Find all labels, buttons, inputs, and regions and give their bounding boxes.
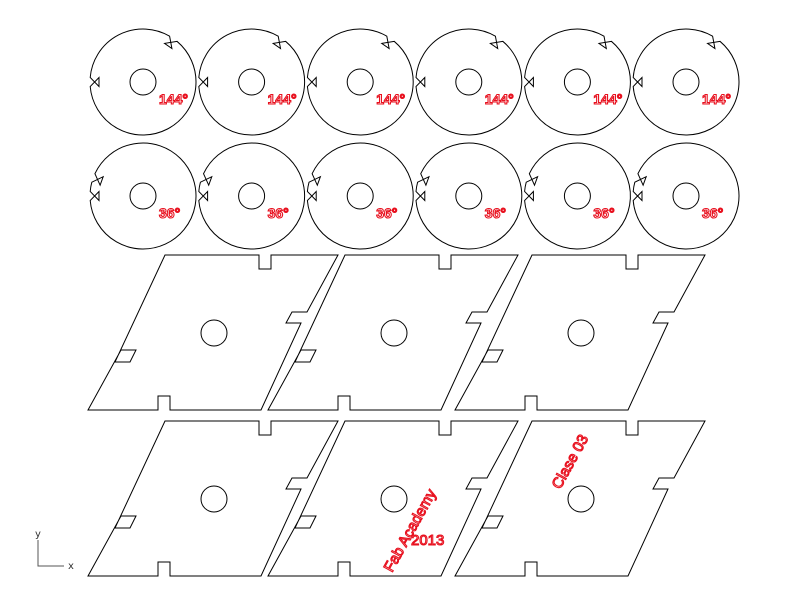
panel-outline [267, 254, 519, 411]
disc-outline [198, 28, 306, 136]
panel-part [454, 254, 706, 411]
disc-part: 36° [524, 142, 631, 250]
disc-angle-label: 36° [702, 205, 723, 221]
disc-part: 144° [306, 28, 414, 136]
disc-center-hole [455, 68, 483, 96]
disc-angle-label: 144° [159, 91, 188, 107]
disc-outline [306, 142, 414, 250]
disc-part: 144° [89, 28, 197, 136]
disc-center-hole [129, 182, 157, 210]
disc-part: 36° [198, 142, 306, 250]
disc-angle-label: 144° [593, 91, 622, 107]
axis-lines [37, 540, 64, 567]
disc-part: 144° [524, 28, 631, 136]
panel-outline [267, 420, 519, 577]
disc-part: 144° [415, 28, 523, 136]
disc-part: 144° [198, 28, 306, 136]
disc-center-hole [238, 182, 266, 210]
disc-center-hole [346, 68, 374, 96]
disc-angle-label: 144° [268, 91, 297, 107]
disc-angle-label: 144° [376, 91, 405, 107]
disc-row-144: 144° 144° 144° 144° 144° 144° [89, 28, 740, 136]
disc-outline [198, 142, 306, 250]
disc-angle-label: 144° [702, 91, 731, 107]
panel-center-hole [200, 485, 228, 513]
disc-outline [524, 142, 631, 250]
axis-y-label: y [35, 529, 41, 540]
panel-center-hole [567, 485, 595, 513]
disc-center-hole [346, 182, 374, 210]
panel-center-hole [567, 319, 595, 347]
disc-part: 144° [632, 28, 740, 136]
disc-outline [89, 142, 197, 250]
panel-row-bottom [87, 420, 706, 577]
disc-angle-label: 36° [376, 205, 397, 221]
disc-angle-label: 36° [485, 205, 506, 221]
axis-x-label: x [68, 561, 74, 572]
disc-center-hole [672, 182, 700, 210]
panel-part [87, 254, 339, 411]
engraving-clase: Clase 03 [549, 432, 593, 492]
disc-center-hole [238, 68, 266, 96]
disc-center-hole [563, 68, 591, 96]
panel-outline [87, 420, 339, 577]
panel-center-hole [380, 319, 408, 347]
disc-angle-label: 36° [593, 205, 614, 221]
engraving-fab-academy: Fab Academy [381, 486, 441, 575]
disc-center-hole [129, 68, 157, 96]
disc-outline [415, 142, 523, 250]
disc-outline [306, 28, 414, 136]
panel-part [454, 420, 706, 577]
disc-part: 36° [415, 142, 523, 250]
panel-part [267, 420, 519, 577]
disc-outline [524, 28, 631, 136]
disc-angle-label: 36° [268, 205, 289, 221]
disc-outline [89, 28, 197, 136]
engraving-year: 2013 [411, 532, 444, 549]
engraving-group: Fab Academy 2013 Clase 03 [380, 431, 593, 575]
axis-indicator: y x [35, 529, 74, 572]
disc-outline [632, 142, 740, 250]
panel-part [267, 254, 519, 411]
disc-outline [632, 28, 740, 136]
disc-part: 36° [632, 142, 740, 250]
disc-center-hole [563, 182, 591, 210]
disc-part: 36° [89, 142, 197, 250]
panel-outline [454, 420, 706, 577]
disc-part: 36° [306, 142, 414, 250]
panel-part [87, 420, 339, 577]
panel-center-hole [200, 319, 228, 347]
panel-row-top [87, 254, 706, 411]
disc-angle-label: 36° [159, 205, 180, 221]
panel-outline [454, 254, 706, 411]
disc-row-36: 36° 36° 36° 36° 36° 36° [89, 142, 740, 250]
panel-outline [87, 254, 339, 411]
disc-center-hole [455, 182, 483, 210]
panel-center-hole [380, 485, 408, 513]
disc-center-hole [672, 68, 700, 96]
disc-outline [415, 28, 523, 136]
disc-angle-label: 144° [485, 91, 514, 107]
